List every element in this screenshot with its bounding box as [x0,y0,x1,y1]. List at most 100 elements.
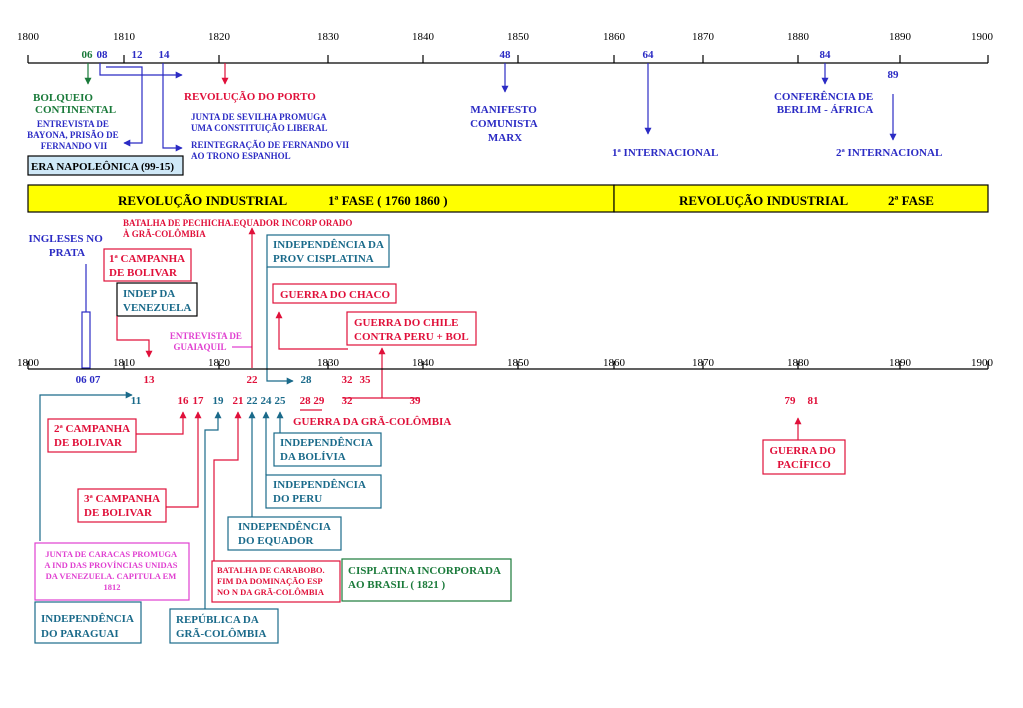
arrow-bayona [106,66,143,147]
arrow-junta-caracas [39,391,133,541]
fase-1-detail: 1ª FASE ( 1760 1860 ) [328,193,448,208]
bottom-markers-row1: 06 07 13 22 28 32 35 [76,374,371,386]
marker-39: 39 [410,395,422,407]
conferencia-berlim: CONFERÊNCIA DE BERLIM - ÁFRICA [774,91,876,116]
top-year-1900: 1900 [971,31,994,43]
guerra-do-chaco: GUERRA DO CHACO [280,289,390,301]
guerra-do-pacifico: GUERRA DO PACÍFICO [769,445,838,471]
top-year-1820: 1820 [208,31,231,43]
band-fase-1 [27,184,615,213]
arrow-junta-sevilha [99,63,183,79]
indep-bolivia-box [273,432,382,467]
marker-35: 35 [360,374,372,386]
top-year-1890: 1890 [889,31,912,43]
marker-13: 13 [144,374,156,386]
junta-caracas-box [34,542,190,601]
arrow-campanha-2 [136,411,187,435]
segunda-campanha-bolivar: 2ª CAMPANHA DE BOLIVAR [54,423,132,449]
indep-venezuela: INDEP DA VENEZUELA [123,288,192,314]
bottom-year-1900: 1900 [971,357,994,369]
indep-paraguai: INDEPENDÊNCIA DO PARAGUAI [41,613,136,640]
era-napoleonica-box [27,155,184,176]
bottom-year-1830: 1830 [317,357,340,369]
arrow-reintegracao [162,63,183,152]
marker-22-top: 22 [247,374,259,386]
bottom-year-1840: 1840 [412,357,435,369]
indep-bolivia: INDEPENDÊNCIA DA BOLÍVIA [280,437,375,463]
top-axis [27,55,989,64]
revolucao-do-porto: REVOLUÇÃO DO PORTO [184,91,316,103]
segunda-internacional: 2ª INTERNACIONAL [836,147,942,159]
top-marker-48: 48 [500,49,512,61]
marker-17: 17 [193,395,205,407]
campanha-3-box [77,488,167,523]
bottom-year-1880: 1880 [787,357,810,369]
bottom-year-1800: 1800 [17,357,40,369]
primeira-internacional: 1ª INTERNACIONAL [612,147,718,159]
bottom-events: GUERRA DA GRÃ-COLÔMBIA 2ª CAMPANHA DE BO… [34,391,846,644]
top-marker-84: 84 [820,49,832,61]
carabobo-box [211,560,341,603]
marker-25: 25 [275,395,287,407]
ingleses-no-prata: INGLESES NO PRATA [28,233,105,259]
marker-22-bottom: 22 [247,395,259,407]
top-year-1840: 1840 [412,31,435,43]
entrevista-bayona: ENTREVISTA DE BAYONA, PRISÃO DE FERNANDO… [27,119,121,151]
top-marker-89: 89 [888,69,900,81]
top-marker-12: 12 [132,49,144,61]
cisplatina-incorporada-box [341,558,512,602]
indep-peru-box [265,474,382,509]
ingleses-bar [81,311,91,369]
top-connectors [84,63,897,152]
indep-paraguai-box [34,601,142,644]
guerra-do-chile: GUERRA DO CHILE CONTRA PERU + BOL [354,317,469,343]
republica-gran-colombia-box [169,608,279,644]
campanha-2-box [47,418,137,453]
indep-equador: INDEPENDÊNCIA DO EQUADOR [238,521,333,547]
arrow-campanha-3 [166,411,202,508]
arrow-cisplatina [266,267,294,385]
campanha-1-box [103,248,192,282]
top-events: BOLQUEIO CONTINENTAL ENTREVISTA DE BAYON… [27,91,942,176]
indep-cisplatina-box [266,234,390,268]
guerra-da-gran-colombia: GUERRA DA GRÃ-COLÔMBIA [293,415,451,428]
bottom-axis [27,361,989,370]
bloqueio-continental: BOLQUEIO CONTINENTAL [33,92,116,116]
arrow-chaco [275,311,348,350]
top-year-labels: 1800 1810 1820 1830 1840 1850 1860 1870 … [17,31,994,43]
marker-81: 81 [808,395,819,407]
top-year-1810: 1810 [113,31,136,43]
bottom-year-1870: 1870 [692,357,715,369]
band-fase-2 [613,184,989,213]
indep-prov-cisplatina: INDEPENDÊNCIA DA PROV CISPLATINA [273,239,386,265]
marker-21: 21 [233,395,244,407]
fase-2-label: REVOLUÇÃO INDUSTRIAL [679,193,848,208]
top-year-1870: 1870 [692,31,715,43]
top-year-1800: 1800 [17,31,40,43]
batalha-pechicha: BATALHA DE PECHICHA.EQUADOR INCORP ORADO… [123,218,355,239]
reintegracao-fernando: REINTEGRAÇÃO DE FERNANDO VII AO TRONO ES… [191,140,351,161]
marker-16: 16 [178,395,190,407]
guerra-chile-box [346,311,477,346]
mid-events: BATALHA DE PECHICHA.EQUADOR INCORP ORADO… [28,218,477,399]
junta-caracas: JUNTA DE CARACAS PROMUGA A IND DAS PROVÍ… [44,549,179,592]
marker-11: 11 [131,395,141,407]
bottom-year-1820: 1820 [208,357,231,369]
republica-gran-colombia: REPÚBLICA DA GRÃ-COLÔMBIA [176,614,267,640]
top-marker-64: 64 [643,49,655,61]
bottom-year-1860: 1860 [603,357,626,369]
marker-24: 24 [261,395,273,407]
bottom-markers-row2: 11 16 17 19 21 22 24 25 28 29 32 39 79 8… [131,395,819,407]
top-year-1830: 1830 [317,31,340,43]
marker-19: 19 [213,395,225,407]
bottom-year-1890: 1890 [889,357,912,369]
arrow-republica [204,411,222,609]
arrow-carabobo [213,411,242,561]
indep-peru: INDEPENDÊNCIA DO PERU [273,479,368,505]
marker-28-29: 28 29 [300,395,325,407]
top-year-1880: 1880 [787,31,810,43]
batalha-carabobo: BATALHA DE CARABOBO. FIM DA DOMINAÇÃO ES… [217,565,327,597]
indep-equador-box [227,516,342,551]
top-marker-06: 06 [82,49,94,61]
